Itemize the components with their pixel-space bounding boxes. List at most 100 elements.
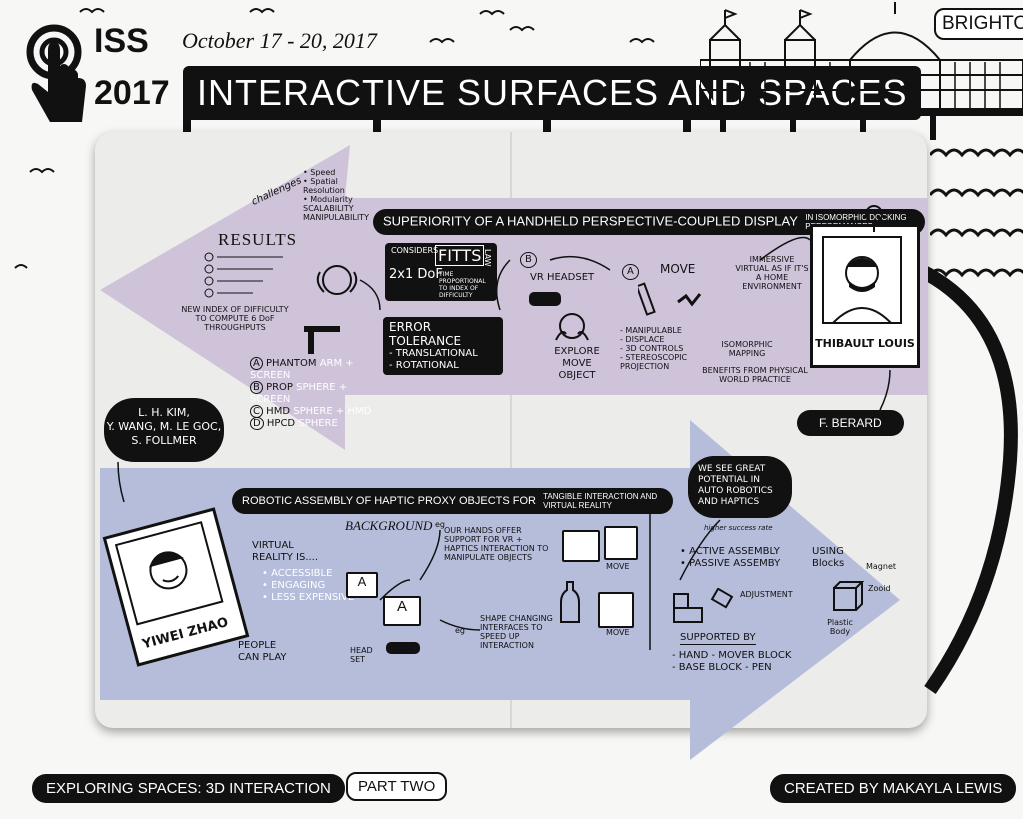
credit-label: CREATED BY MAKAYLA LEWIS [770, 774, 1017, 803]
block-cube-icon [833, 581, 864, 611]
using-blocks-label: USING Blocks [812, 546, 845, 569]
results-note: NEW INDEX OF DIFFICULTY TO COMPUTE 6 DoF… [181, 305, 289, 332]
vr-headset-label: VR HEADSET [530, 272, 595, 283]
condition-letter: C [250, 405, 263, 418]
results-graph [204, 252, 283, 298]
challenge-item: MANIPULABILITY [303, 213, 369, 222]
condition-desc: SPHERE + HMD [293, 406, 372, 417]
vr-is-label: VIRTUAL REALITY IS.... [252, 540, 319, 563]
birds-decoration [14, 8, 655, 269]
plastic-body-label: Plastic Body [827, 618, 853, 636]
marker-a: A [622, 264, 639, 280]
vr-benefit-item: • ENGAGING [262, 580, 326, 591]
immersive-note: IMMERSIVE VIRTUAL AS IF IT'S A HOME ENVI… [735, 255, 809, 291]
speaker-portrait-thibault [822, 236, 902, 324]
vr-benefit-item: • LESS EXPENSIVE [262, 592, 355, 603]
condition-desc: SPHERE + SCREEN [250, 382, 348, 405]
coauthor-badge: F. BERARD [797, 410, 904, 436]
block-a-large: A [383, 596, 421, 626]
challenges-list: • Speed • Spatial Resolution • Modularit… [303, 168, 383, 222]
condition-name: HMD [266, 406, 291, 417]
results-heading: RESULTS [218, 230, 298, 249]
feature-item: - MANIPULABLE [620, 326, 682, 335]
elastic-band [916, 263, 1018, 695]
feature-item: - DISPLACE [620, 335, 665, 344]
logo-year-text: 2017 [94, 74, 170, 112]
considers-label: CONSIDERS [391, 246, 439, 255]
higher-rate-note: higher success rate [704, 524, 773, 532]
move-block-1b [604, 526, 638, 560]
top-talk-title-text: SUPERIORITY OF A HANDHELD PERSPECTIVE-CO… [383, 213, 798, 229]
author-line: S. FOLLMER [131, 434, 197, 447]
event-date: October 17 - 20, 2017 [182, 28, 377, 53]
brighton-pier-illustration [700, 2, 1023, 140]
error-tolerance-title: ERROR TOLERANCE [389, 320, 462, 348]
error-tolerance-box: ERROR TOLERANCE - TRANSLATIONAL - ROTATI… [383, 317, 503, 375]
eg-label: eg [455, 626, 465, 635]
condition-item: B PROP SPHERE + SCREEN [250, 381, 390, 406]
move-label: MOVE [660, 262, 696, 276]
hands-sphere-icon [555, 313, 589, 341]
part-label: PART TWO [346, 772, 448, 801]
isomorphic-note: ISOMORPHIC MAPPING [721, 340, 773, 358]
law-label: LAW [483, 249, 492, 267]
dof-label: 2x1 DoF [389, 267, 443, 282]
condition-item: A PHANTOM ARM + SCREEN [250, 357, 390, 382]
condition-desc: ARM + SCREEN [250, 358, 354, 381]
move-label-1: MOVE [606, 562, 630, 571]
logo-iss-text: ISS [94, 22, 149, 60]
arm-robot-icon [638, 282, 702, 316]
feature-list: - MANIPULABLE - DISPLACE - 3D CONTROLS -… [620, 326, 700, 371]
fitts-label: FITTS [435, 245, 485, 266]
error-item: - TRANSLATIONAL [389, 348, 478, 359]
block-a-small: A [346, 572, 378, 598]
explore-label: EXPLORE MOVE OBJECT [554, 346, 600, 381]
challenge-item: SCALABILITY [303, 204, 354, 213]
headset-label: HEAD SET [350, 646, 373, 664]
session-label: EXPLORING SPACES: 3D INTERACTION [32, 774, 345, 803]
pier-supports [183, 112, 691, 142]
condition-letter: D [250, 417, 264, 430]
people-label: PEOPLE CAN PLAY [238, 640, 287, 663]
feature-item: - 3D CONTROLS [620, 344, 684, 353]
move-label-2: MOVE [606, 628, 630, 637]
challenge-item: Resolution [303, 186, 345, 195]
bottle-icon [560, 581, 580, 623]
hands-note: OUR HANDS OFFER SUPPORT FOR VR + HAPTICS… [444, 526, 549, 562]
move-block-2 [598, 592, 634, 628]
rotate-object-icon [316, 265, 358, 295]
conditions-list: A PHANTOM ARM + SCREEN B PROP SPHERE + S… [250, 357, 390, 430]
marker-b: B [520, 252, 537, 268]
page-gutter [510, 132, 512, 728]
condition-letter: B [250, 381, 263, 394]
authors-cloud: L. H. KIM, Y. WANG, M. LE GOC, S. FOLLME… [104, 398, 224, 462]
condition-desc: SPHERE [298, 418, 338, 429]
condition-letter: A [250, 357, 263, 370]
assembly-item: • PASSIVE ASSEMBY [680, 558, 781, 569]
pin-icon [865, 205, 883, 232]
potential-cloud: WE SEE GREAT POTENTIAL IN AUTO ROBOTICS … [688, 456, 792, 518]
eg-label: eg [435, 520, 445, 529]
magnet-label: Magnet [866, 562, 897, 571]
condition-item: D HPCD SPHERE [250, 417, 390, 430]
move-block-1a [562, 530, 600, 562]
fitts-law-box: CONSIDERS FITTS LAW 2x1 DoF TIME PROPORT… [385, 243, 497, 301]
error-item: - ROTATIONAL [389, 360, 459, 371]
touch-hand-icon [26, 24, 87, 122]
support-item: - BASE BLOCK - PEN [672, 662, 772, 673]
benefits-note: BENEFITS FROM PHYSICAL WORLD PRACTICE [702, 366, 808, 384]
shape-note: SHAPE CHANGING INTERFACES TO SPEED UP IN… [480, 614, 553, 650]
vr-benefit-list: • ACCESSIBLE • ENGAGING • LESS EXPENSIVE [262, 568, 372, 604]
speaker-name-thibault: THIBAULT LOUIS [815, 337, 915, 350]
supported-by-heading: SUPPORTED BY [680, 632, 756, 645]
stool-icon [304, 326, 340, 354]
feature-item: - STEREOSCOPIC PROJECTION [620, 353, 688, 371]
speaker-photo-yiwei: YIWEI ZHAO [102, 507, 250, 667]
vr-headset-icon [529, 292, 561, 306]
author-line: L. H. KIM, [138, 406, 190, 419]
headset-icon [386, 642, 420, 654]
bottom-talk-title: ROBOTIC ASSEMBLY OF HAPTIC PROXY OBJECTS… [232, 488, 674, 514]
condition-name: PROP [266, 382, 293, 393]
challenge-item: • Spatial [303, 177, 338, 186]
